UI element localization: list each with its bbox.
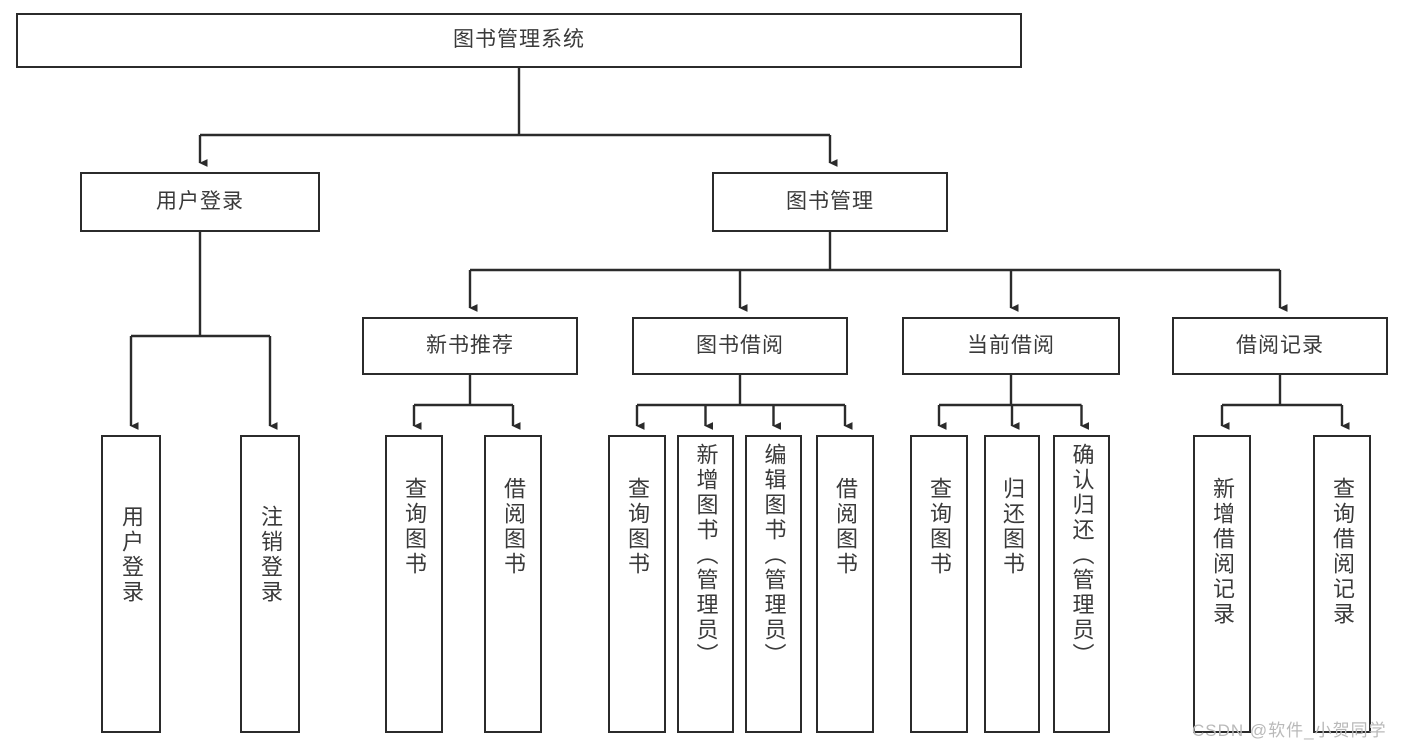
node-bookmgmt[interactable]: 图书管理 [712, 172, 948, 232]
node-records[interactable]: 借阅记录 [1172, 317, 1388, 375]
node-label: 查询借阅记录 [1329, 477, 1355, 627]
node-leaf-bo-query[interactable]: 查询图书 [608, 435, 666, 733]
node-label: 借阅图书 [832, 477, 858, 577]
node-login[interactable]: 用户登录 [80, 172, 320, 232]
node-newbook[interactable]: 新书推荐 [362, 317, 578, 375]
node-leaf-bo-edit[interactable]: 编辑图书（管理员） [745, 435, 802, 733]
node-leaf-bo-borrow[interactable]: 借阅图书 [816, 435, 874, 733]
node-label: 确认归还（管理员） [1069, 443, 1095, 668]
node-leaf-rc-add[interactable]: 新增借阅记录 [1193, 435, 1251, 733]
node-leaf-user-logout[interactable]: 注销登录 [240, 435, 300, 733]
node-leaf-bo-add[interactable]: 新增图书（管理员） [677, 435, 734, 733]
node-leaf-cu-return[interactable]: 归还图书 [984, 435, 1040, 733]
node-label: 编辑图书（管理员） [761, 443, 787, 668]
node-label: 查询图书 [401, 477, 427, 577]
node-label: 用户登录 [118, 505, 144, 605]
node-label: 新增借阅记录 [1209, 477, 1235, 627]
node-label: 当前借阅 [967, 333, 1055, 357]
node-label: 图书管理 [786, 189, 874, 213]
node-leaf-user-login[interactable]: 用户登录 [101, 435, 161, 733]
node-root[interactable]: 图书管理系统 [16, 13, 1022, 68]
node-borrow[interactable]: 图书借阅 [632, 317, 848, 375]
node-label: 用户登录 [156, 189, 244, 213]
node-label: 借阅记录 [1236, 333, 1324, 357]
node-label: 归还图书 [999, 477, 1025, 577]
node-label: 图书管理系统 [453, 28, 585, 52]
node-label: 查询图书 [624, 477, 650, 577]
node-leaf-cu-query[interactable]: 查询图书 [910, 435, 968, 733]
node-leaf-nb-borrow[interactable]: 借阅图书 [484, 435, 542, 733]
node-label: 查询图书 [926, 477, 952, 577]
node-label: 新书推荐 [426, 333, 514, 357]
node-leaf-cu-confirm[interactable]: 确认归还（管理员） [1053, 435, 1110, 733]
node-leaf-rc-query[interactable]: 查询借阅记录 [1313, 435, 1371, 733]
node-current[interactable]: 当前借阅 [902, 317, 1120, 375]
node-label: 图书借阅 [696, 333, 784, 357]
node-leaf-nb-query[interactable]: 查询图书 [385, 435, 443, 733]
node-label: 借阅图书 [500, 477, 526, 577]
node-label: 新增图书（管理员） [693, 443, 719, 668]
node-label: 注销登录 [257, 505, 283, 605]
